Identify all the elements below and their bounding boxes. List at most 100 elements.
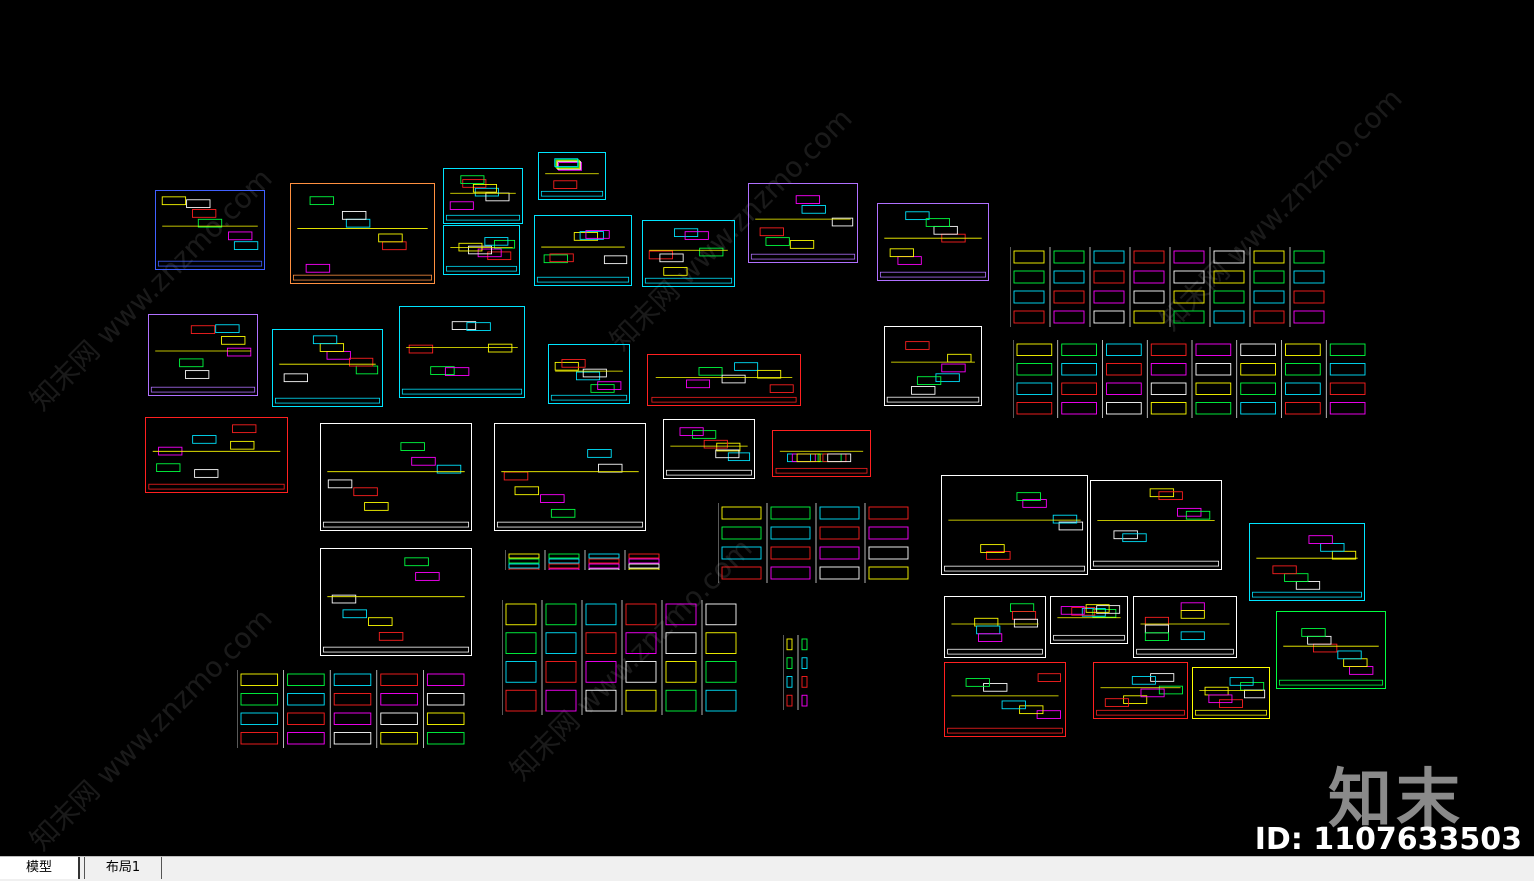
drawing-detail xyxy=(404,557,429,567)
drawing-detail xyxy=(190,325,216,334)
drawing-detail xyxy=(1284,573,1309,582)
drawing-detail xyxy=(355,365,379,375)
cad-drawing-sheet[interactable] xyxy=(1276,611,1386,689)
drawing-detail xyxy=(897,256,922,265)
drawing-detail xyxy=(579,231,604,240)
sheet-linework xyxy=(274,335,381,404)
drawing-detail xyxy=(556,160,581,169)
cad-drawing-sheet[interactable] xyxy=(548,344,630,404)
drawing-detail xyxy=(1180,610,1205,619)
drawing-detail xyxy=(1185,510,1211,520)
drawing-detail xyxy=(715,449,740,459)
drawing-detail xyxy=(283,373,308,383)
drawing-detail xyxy=(698,367,723,376)
drawing-detail xyxy=(590,384,615,393)
sheet-linework xyxy=(651,362,797,403)
drawing-detail xyxy=(179,358,204,368)
tab-layout1[interactable]: 布局1 xyxy=(84,857,162,879)
cad-drawing-sheet[interactable] xyxy=(443,168,523,224)
cad-drawing-sheet[interactable] xyxy=(1192,667,1270,719)
cad-drawing-sheet[interactable] xyxy=(148,314,258,396)
drawing-detail xyxy=(1085,604,1110,613)
drawing-detail xyxy=(978,633,1003,642)
cad-drawing-sheet[interactable] xyxy=(320,548,472,656)
drawing-detail xyxy=(1131,676,1156,685)
drawing-detail xyxy=(1337,650,1362,660)
cad-drawing-sheet[interactable] xyxy=(1249,523,1365,601)
cad-drawing-sheet[interactable] xyxy=(772,430,871,477)
sheet-linework xyxy=(293,196,432,281)
cad-drawing-sheet[interactable] xyxy=(290,183,435,284)
drawing-detail xyxy=(549,253,574,263)
sheet-linework xyxy=(666,427,752,476)
drawing-detail xyxy=(472,183,497,193)
drawing-detail xyxy=(494,239,516,249)
sheet-linework xyxy=(886,341,980,403)
sheet-linework xyxy=(1136,602,1234,655)
title-block xyxy=(651,396,797,403)
drawing-detail xyxy=(411,456,436,466)
title-block xyxy=(775,467,868,474)
cad-drawing-sheet[interactable] xyxy=(944,662,1066,737)
drawing-detail xyxy=(1219,699,1243,708)
sheet-linework xyxy=(148,424,285,490)
drawing-detail xyxy=(734,362,759,371)
id-label: ID: 1107633503 xyxy=(1254,822,1522,857)
sheet-linework xyxy=(1252,535,1362,598)
sheet-linework xyxy=(947,673,1063,734)
cad-drawing-sheet[interactable] xyxy=(494,423,646,531)
cad-drawing-sheet[interactable] xyxy=(663,419,755,479)
cad-drawing-sheet[interactable] xyxy=(941,475,1088,575)
title-block xyxy=(401,388,523,395)
sheet-linework xyxy=(496,449,644,528)
drawing-detail xyxy=(935,373,960,383)
cad-drawing-sheet[interactable] xyxy=(1093,662,1188,719)
brand-logo: 知末 xyxy=(1328,763,1464,837)
cad-drawing-sheet[interactable] xyxy=(1133,596,1237,658)
sheet-linework xyxy=(322,557,470,653)
drawing-detail xyxy=(477,248,502,258)
detail-group xyxy=(502,600,737,715)
drawing-detail xyxy=(1272,565,1297,575)
cad-drawing-sheet[interactable] xyxy=(642,220,735,287)
tab-model[interactable]: 模型 xyxy=(0,857,80,879)
drawing-detail xyxy=(1010,603,1035,612)
drawing-detail xyxy=(331,594,357,604)
drawing-detail xyxy=(1140,688,1165,698)
cad-drawing-sheet[interactable] xyxy=(1090,480,1222,570)
title-block xyxy=(446,265,517,272)
cad-drawing-sheet[interactable] xyxy=(748,183,858,263)
drawing-detail xyxy=(1144,632,1169,641)
cad-drawing-sheet[interactable] xyxy=(272,329,383,407)
drawing-detail xyxy=(368,617,393,626)
cad-model-space[interactable]: 知末网 www.znzmo.com 知末网 www.znzmo.com 知末网 … xyxy=(0,0,1534,856)
drawing-detail xyxy=(460,175,485,184)
drawing-detail xyxy=(226,347,252,357)
cad-drawing-sheet[interactable] xyxy=(145,417,288,493)
cad-drawing-sheet[interactable] xyxy=(538,152,606,200)
drawing-detail xyxy=(554,158,579,167)
title-block xyxy=(644,277,733,284)
drawing-detail xyxy=(1113,530,1138,540)
cad-drawing-sheet[interactable] xyxy=(877,203,989,281)
sheet-linework xyxy=(1278,628,1384,686)
drawing-detail xyxy=(1058,521,1084,531)
sheet-linework xyxy=(536,230,630,283)
cad-drawing-sheet[interactable] xyxy=(944,596,1046,658)
cad-drawing-sheet[interactable] xyxy=(320,423,472,531)
drawing-detail xyxy=(597,381,622,390)
cad-drawing-sheet[interactable] xyxy=(534,215,632,286)
drawing-detail xyxy=(703,439,728,449)
cad-drawing-sheet[interactable] xyxy=(647,354,801,406)
drawing-detail xyxy=(684,231,709,240)
drawing-detail xyxy=(789,240,815,249)
cad-drawing-sheet[interactable] xyxy=(399,306,525,398)
title-block xyxy=(148,483,285,490)
title-block xyxy=(1136,648,1234,655)
cad-drawing-sheet[interactable] xyxy=(884,326,982,406)
cad-drawing-sheet[interactable] xyxy=(443,225,520,275)
drawing-detail xyxy=(230,440,255,450)
cad-drawing-sheet[interactable] xyxy=(1050,596,1128,644)
cad-drawing-sheet[interactable] xyxy=(155,190,265,270)
drawing-detail xyxy=(485,192,510,202)
